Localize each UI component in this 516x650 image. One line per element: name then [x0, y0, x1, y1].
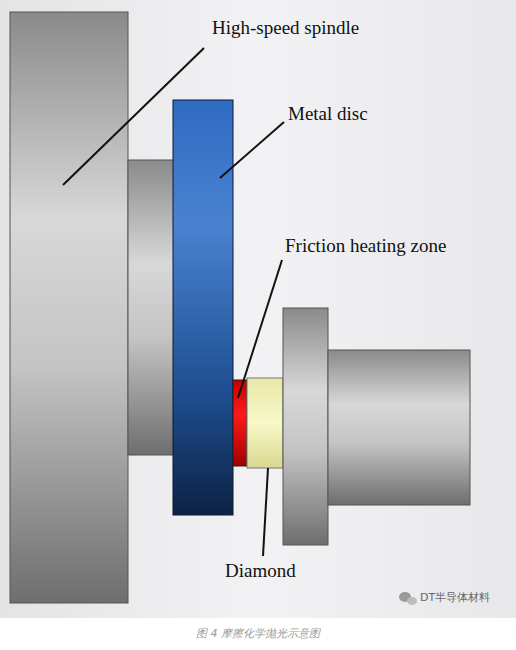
part-label: Diamond — [225, 561, 296, 582]
diamond-sample — [247, 378, 283, 468]
holder-flange — [283, 308, 328, 545]
watermark: DT半导体材料 — [420, 590, 490, 605]
leader-line — [238, 260, 282, 398]
part-label: Friction heating zone — [285, 236, 446, 257]
leader-line — [220, 122, 284, 178]
wechat-icon — [399, 592, 417, 605]
background — [0, 0, 516, 618]
holder-shaft — [328, 350, 470, 505]
leader-line — [263, 468, 268, 556]
metal-disc — [173, 100, 233, 515]
figure-caption: 图 4 摩擦化学抛光示意图 — [196, 626, 320, 641]
part-label: High-speed spindle — [212, 18, 359, 39]
spindle-body — [10, 12, 128, 603]
spindle-hub — [128, 160, 174, 455]
part-label: Metal disc — [288, 104, 368, 125]
leader-line — [63, 48, 204, 185]
